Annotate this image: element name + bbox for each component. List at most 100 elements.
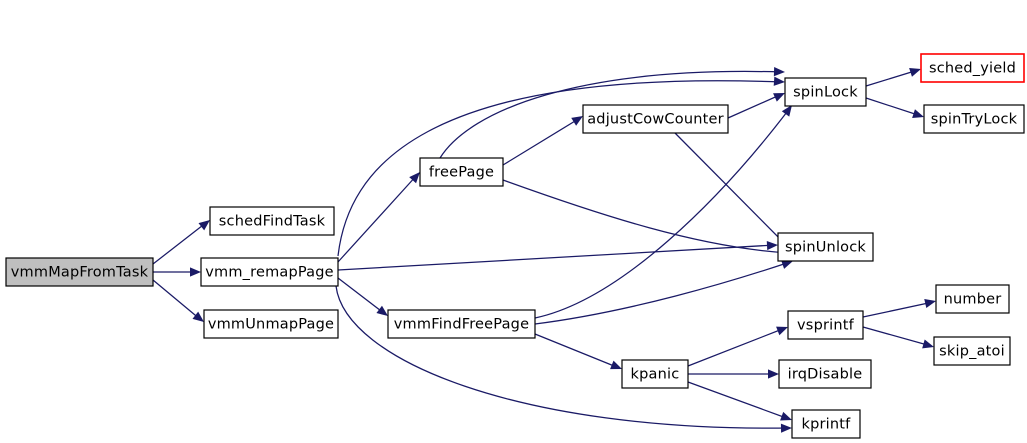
edge-line [337,80,783,257]
edge-freePage-to-spinUnlock [502,179,793,254]
node-box[interactable] [419,157,504,187]
node-box[interactable] [791,409,861,439]
arrowhead [912,109,924,118]
node-irqDisable[interactable]: irqDisable [778,359,872,389]
edge-vmmFindFreePage-to-kpanic [534,333,622,370]
node-schedFindTask[interactable]: schedFindTask [209,206,335,236]
node-vmmUnmapPage[interactable]: vmmUnmapPage [203,309,339,339]
edge-vmmMapFromTask-to-schedFindTask [152,220,210,265]
arrowhead [781,260,793,269]
edge-line [335,285,790,429]
node-box[interactable] [621,359,689,389]
edge-spinLock-to-sched_yield [865,68,921,87]
edge-vmmFindFreePage-to-spinUnlock [534,260,793,325]
node-box[interactable] [787,310,864,340]
edge-line [865,97,922,117]
arrowhead [780,423,792,433]
edge-vsprintf-to-skip_atoi [862,326,934,349]
edge-line [862,326,932,347]
arrowhead [773,93,785,102]
edge-line [502,179,791,254]
node-layer: vmmMapFromTask schedFindTask vmm_remapPage… [5,53,1025,439]
node-box[interactable] [935,284,1010,314]
arrowhead [780,411,792,421]
node-vmmMapFromTask[interactable]: vmmMapFromTask [5,257,154,287]
edge-vmmFindFreePage-to-spinLock [534,105,792,319]
edge-line [687,381,790,420]
node-vsprintf[interactable]: vsprintf [787,310,864,340]
arrowhead [909,68,921,77]
node-box[interactable] [203,309,339,339]
node-box[interactable] [920,53,1025,83]
node-box[interactable] [5,257,154,287]
arrowhead [610,360,622,370]
node-freePage[interactable]: freePage [419,157,504,187]
node-kprintf[interactable]: kprintf [791,409,861,439]
node-kpanic[interactable]: kpanic [621,359,689,389]
edge-line [534,261,791,325]
node-spinTryLock[interactable]: spinTryLock [923,104,1025,134]
arrowhead [409,172,420,184]
arrowhead [773,76,785,86]
node-box[interactable] [933,336,1011,366]
node-box[interactable] [387,309,536,339]
edge-line [674,132,791,250]
arrowhead [571,116,583,126]
arrowhead [766,240,778,251]
node-vmm_remapPage[interactable]: vmm_remapPage [200,257,339,287]
edge-line [727,93,783,119]
node-spinUnlock[interactable]: spinUnlock [777,232,874,262]
node-number[interactable]: number [935,284,1010,314]
edge-line [687,327,786,367]
arrowhead [781,105,792,117]
edge-freePage-to-adjustCowCounter [502,116,583,166]
edge-kpanic-to-kprintf [687,381,792,421]
edge-vmm_remapPage-to-spinLock [337,76,785,257]
arrowhead [376,305,388,316]
edge-line [502,117,581,166]
node-box[interactable] [200,257,339,287]
edge-vsprintf-to-number [862,298,936,318]
arrowhead [192,311,204,322]
edge-line [865,69,919,87]
edge-kpanic-to-vsprintf [687,326,788,367]
node-box[interactable] [582,104,729,134]
edge-line [152,221,208,265]
edge-line [439,70,783,159]
node-box[interactable] [777,232,874,262]
edge-spinLock-to-spinTryLock [865,97,924,118]
edge-adjustCowCounter-to-spinLock [727,93,785,119]
node-box[interactable] [209,206,335,236]
edge-line [152,279,202,321]
edge-line [337,277,386,315]
node-box[interactable] [784,77,867,107]
node-box[interactable] [778,359,872,389]
node-skip_atoi[interactable]: skip_atoi [933,336,1011,366]
edge-line [534,333,620,369]
edge-vmmMapFromTask-to-vmmUnmapPage [152,279,204,322]
arrowhead [198,220,210,231]
edge-freePage-to-spinLock [439,67,785,159]
edge-line [534,107,791,319]
node-adjustCowCounter[interactable]: adjustCowCounter [582,104,729,134]
node-sched_yield[interactable]: sched_yield [920,53,1025,83]
arrowhead [190,267,201,277]
edge-vmm_remapPage-to-vmmFindFreePage [337,277,388,316]
edge-vmm_remapPage-to-freePage [337,172,420,263]
edge-vmmMapFromTask-to-vmm_remapPage [153,267,201,277]
arrowhead [776,326,788,336]
edge-vmm_remapPage-to-spinUnlock [337,240,778,271]
arrowhead [773,67,785,77]
node-box[interactable] [923,104,1025,134]
arrowhead [768,369,779,379]
edge-kpanic-to-irqDisable [688,369,779,379]
edge-vmm_remapPage-to-kprintf [335,285,792,433]
node-spinLock[interactable]: spinLock [784,77,867,107]
edge-line [862,301,934,318]
arrowhead [922,339,934,349]
edge-line [337,244,776,271]
arrowhead [924,298,936,308]
node-vmmFindFreePage[interactable]: vmmFindFreePage [387,309,536,339]
